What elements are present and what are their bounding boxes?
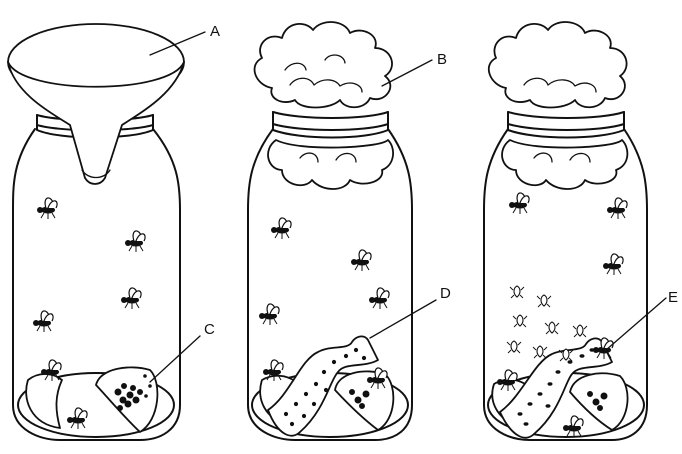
funnel xyxy=(8,24,184,184)
fly xyxy=(259,304,279,325)
label-e-text: E xyxy=(668,289,678,306)
larva xyxy=(573,325,587,337)
fly xyxy=(603,254,623,275)
label-b-text: B xyxy=(437,51,447,68)
larva xyxy=(507,341,521,353)
larva xyxy=(533,346,547,358)
fly xyxy=(509,193,529,214)
jar-middle xyxy=(248,22,412,440)
label-c-text: C xyxy=(204,321,215,338)
gauze-cover-right xyxy=(489,22,628,189)
jar-right xyxy=(484,22,647,440)
fly xyxy=(37,198,57,219)
gauze-cover xyxy=(255,22,394,189)
label-c: C xyxy=(150,321,215,382)
fly xyxy=(33,311,53,332)
fly xyxy=(563,416,583,437)
fly xyxy=(351,250,371,271)
larva xyxy=(513,315,527,327)
fly xyxy=(271,218,291,239)
fly xyxy=(607,198,627,219)
label-d-text: D xyxy=(440,285,451,302)
fly xyxy=(369,288,389,309)
larva xyxy=(537,295,551,307)
fly xyxy=(67,408,87,429)
fly xyxy=(121,288,141,309)
label-a-text: A xyxy=(210,23,220,40)
label-e: E xyxy=(606,289,678,350)
fly xyxy=(125,231,145,252)
jar-left xyxy=(8,24,184,440)
larva xyxy=(510,286,524,298)
larva xyxy=(545,322,559,334)
